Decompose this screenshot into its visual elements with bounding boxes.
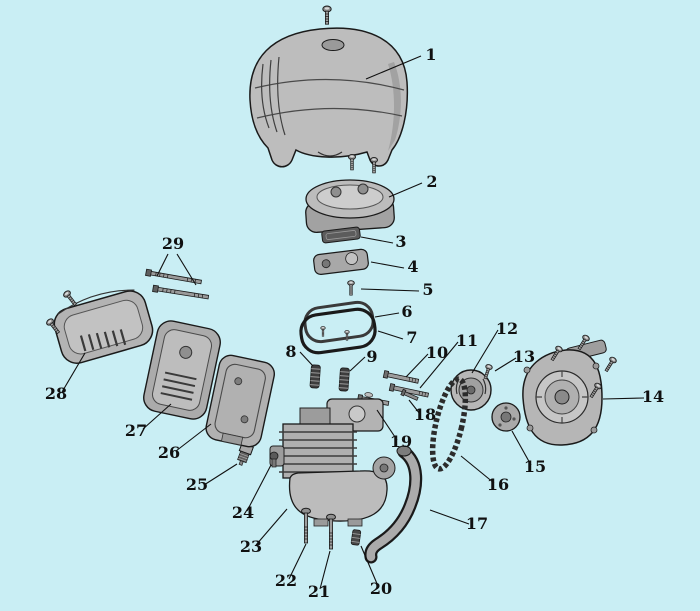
callout-24: 24 — [232, 464, 272, 522]
callout-20: 20 — [360, 545, 392, 598]
callout-16: 16 — [460, 455, 509, 494]
svg-text:17: 17 — [466, 514, 488, 533]
callout-8: 8 — [285, 342, 314, 367]
svg-text:1: 1 — [425, 45, 436, 64]
part-23-cylinder-crankcase — [269, 398, 396, 527]
part-20-grommet — [350, 529, 362, 546]
callout-1: 1 — [365, 45, 437, 80]
svg-text:11: 11 — [456, 331, 478, 350]
svg-text:5: 5 — [422, 280, 433, 299]
callout-13: 13 — [494, 347, 535, 372]
callout-5: 5 — [360, 280, 434, 299]
callout-17: 17 — [429, 509, 488, 533]
svg-text:10: 10 — [426, 343, 448, 362]
callout-25: 25 — [186, 463, 238, 494]
svg-text:22: 22 — [275, 571, 297, 590]
svg-text:18: 18 — [414, 405, 436, 424]
part-3-spacer — [321, 226, 361, 244]
svg-text:28: 28 — [45, 384, 67, 403]
callout-12: 12 — [471, 319, 518, 374]
svg-text:25: 25 — [186, 475, 208, 494]
svg-text:9: 9 — [366, 347, 377, 366]
svg-text:2: 2 — [426, 172, 437, 191]
part-9-spring — [338, 367, 350, 392]
callout-19: 19 — [376, 409, 412, 451]
svg-text:24: 24 — [232, 503, 254, 522]
part-26-filter-base — [205, 354, 276, 448]
callout-27: 27 — [125, 403, 172, 440]
part-6-7-gaskets — [299, 300, 377, 355]
part-12-starter-pulley — [450, 369, 492, 411]
svg-text:21: 21 — [308, 582, 330, 601]
callout-10: 10 — [405, 343, 448, 378]
svg-text:7: 7 — [406, 328, 417, 347]
part-28-muffler-guard — [53, 289, 154, 364]
callout-9: 9 — [349, 347, 378, 372]
part-4-manifold — [313, 248, 369, 276]
part-2-head-cover — [305, 154, 395, 234]
part-14-starter-housing — [522, 333, 618, 446]
callout-22: 22 — [275, 543, 307, 590]
callout-3: 3 — [360, 232, 407, 251]
svg-text:8: 8 — [285, 342, 296, 361]
part-8-spring — [309, 364, 321, 389]
callout-2: 2 — [388, 172, 438, 198]
callout-29: 29 — [156, 234, 197, 286]
part-15-pulley — [491, 402, 521, 432]
callout-7: 7 — [377, 328, 418, 347]
svg-text:12: 12 — [496, 319, 518, 338]
callout-18: 18 — [408, 399, 436, 424]
svg-text:3: 3 — [395, 232, 406, 251]
svg-text:15: 15 — [524, 457, 546, 476]
callout-28: 28 — [45, 352, 86, 403]
part-24-clip — [269, 451, 279, 468]
part-17-pipe — [364, 445, 423, 564]
callout-4: 4 — [370, 257, 419, 276]
svg-text:16: 16 — [487, 475, 509, 494]
svg-text:20: 20 — [370, 579, 392, 598]
part-10-bolt — [382, 370, 420, 384]
callout-14: 14 — [602, 387, 664, 406]
callout-23: 23 — [240, 508, 288, 556]
svg-text:26: 26 — [158, 443, 180, 462]
callout-11: 11 — [419, 331, 478, 389]
callouts: 1 2 3 4 5 6 7 8 9 10 11 12 13 14 15 16 1… — [45, 45, 664, 601]
svg-text:4: 4 — [407, 257, 418, 276]
part-1-engine-cover — [249, 27, 409, 168]
svg-text:6: 6 — [401, 302, 412, 321]
svg-text:13: 13 — [513, 347, 535, 366]
callout-21: 21 — [308, 550, 331, 601]
svg-text:27: 27 — [125, 421, 147, 440]
part-16-belt — [429, 376, 469, 472]
svg-text:14: 14 — [642, 387, 664, 406]
svg-text:23: 23 — [240, 537, 262, 556]
part-18-bolt — [400, 388, 419, 401]
svg-text:29: 29 — [162, 234, 184, 253]
svg-text:19: 19 — [390, 432, 412, 451]
callout-26: 26 — [158, 423, 212, 462]
callout-6: 6 — [374, 302, 413, 321]
callout-15: 15 — [511, 430, 546, 476]
part-11-bolt — [388, 383, 430, 398]
part-27-filter-cover — [143, 320, 221, 420]
